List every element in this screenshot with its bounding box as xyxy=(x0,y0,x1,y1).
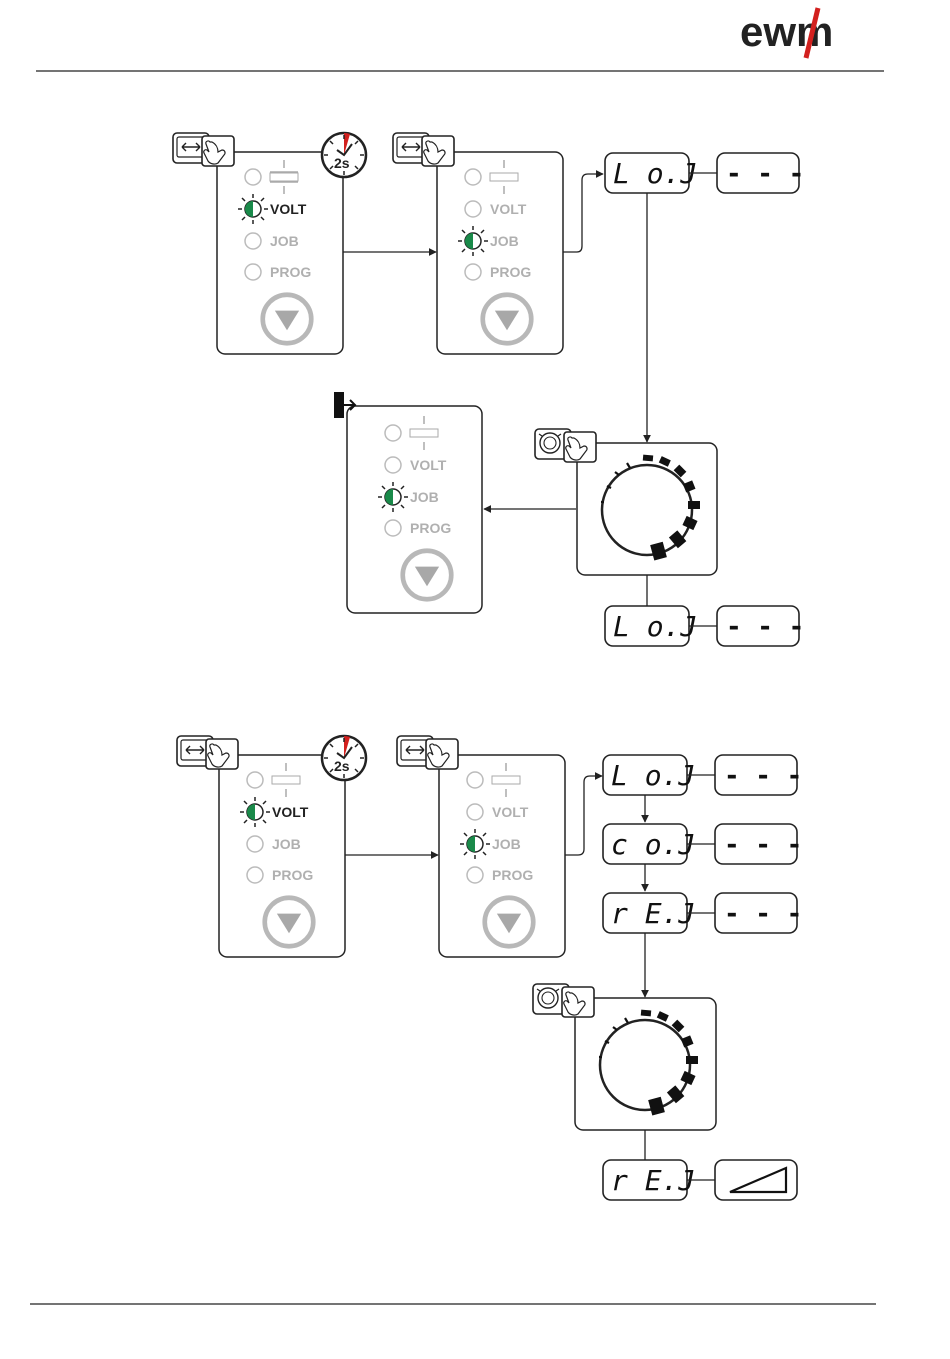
control-panel-2: VOLT JOB PROG xyxy=(437,152,563,354)
prog-indicator-4: PROG xyxy=(247,867,313,883)
down-button-3[interactable] xyxy=(403,551,452,600)
control-panel-1: VOLT JOB PROG xyxy=(217,152,343,354)
display-cod: c o.J xyxy=(603,824,695,864)
prog-label: PROG xyxy=(490,264,531,280)
svg-text:L o.J: L o.J xyxy=(613,610,697,643)
job-indicator-4: JOB xyxy=(247,836,301,852)
prog-label: PROG xyxy=(492,867,533,883)
svg-text:2s: 2s xyxy=(334,758,350,774)
prog-indicator-2: PROG xyxy=(465,264,531,280)
volt-label: VOLT xyxy=(410,457,447,473)
job-label: JOB xyxy=(270,233,299,249)
volt-label: VOLT xyxy=(490,201,527,217)
svg-text:L o.J: L o.J xyxy=(613,157,697,190)
job-label: JOB xyxy=(272,836,301,852)
prog-label: PROG xyxy=(272,867,313,883)
volt-label: VOLT xyxy=(272,804,309,820)
display-dashes-top: - - - xyxy=(717,153,804,193)
brand-logo: ewm xyxy=(740,8,833,58)
display-lod-top: L o.J xyxy=(605,153,697,193)
control-panel-5: VOLT JOB PROG xyxy=(439,755,565,957)
svg-text:r E.J: r E.J xyxy=(611,1164,695,1197)
prog-indicator-3: PROG xyxy=(385,520,451,536)
volt-indicator-2: VOLT xyxy=(465,201,527,217)
job-label: JOB xyxy=(490,233,519,249)
display-dashes-2: - - - xyxy=(715,824,802,864)
rotary-knob-icon xyxy=(535,429,596,462)
svg-text:- - -: - - - xyxy=(726,159,804,189)
display-lod-bottom: L o.J xyxy=(603,755,695,795)
svg-text:2s: 2s xyxy=(334,155,350,171)
volt-indicator-3: VOLT xyxy=(385,457,447,473)
down-button-5[interactable] xyxy=(485,898,534,947)
svg-text:- - -: - - - xyxy=(724,761,802,791)
control-panel-3: VOLT JOB PROG xyxy=(347,406,482,613)
job-label: JOB xyxy=(492,836,521,852)
svg-text:- - -: - - - xyxy=(724,830,802,860)
prog-indicator-1: PROG xyxy=(245,264,311,280)
timer-2s-icon: 2s xyxy=(322,736,366,780)
down-button-1[interactable] xyxy=(263,295,312,344)
volt-label: VOLT xyxy=(270,201,307,217)
rotary-knob-top[interactable] xyxy=(577,443,717,575)
prog-label: PROG xyxy=(410,520,451,536)
rotary-knob-bottom[interactable] xyxy=(575,998,716,1130)
prog-label: PROG xyxy=(270,264,311,280)
svg-text:ewm: ewm xyxy=(740,8,833,55)
down-button-4[interactable] xyxy=(265,898,314,947)
display-slope xyxy=(715,1160,797,1200)
control-panel-4: VOLT JOB PROG xyxy=(219,755,345,957)
display-dashes-1: - - - xyxy=(715,755,802,795)
svg-text:- - -: - - - xyxy=(726,612,804,642)
svg-text:L o.J: L o.J xyxy=(611,759,695,792)
down-button-2[interactable] xyxy=(483,295,532,344)
prog-indicator-5: PROG xyxy=(467,867,533,883)
push-button-icon xyxy=(393,133,454,166)
display-dashes-result: - - - xyxy=(717,606,804,646)
job-label: JOB xyxy=(410,489,439,505)
display-dashes-3: - - - xyxy=(715,893,802,933)
svg-text:c o.J: c o.J xyxy=(611,828,695,861)
timer-2s-icon: 2s xyxy=(322,133,366,177)
push-button-icon xyxy=(173,133,234,166)
push-button-icon xyxy=(397,736,458,769)
display-red: r E.J xyxy=(603,893,695,933)
svg-text:r E.J: r E.J xyxy=(611,897,695,930)
volt-label: VOLT xyxy=(492,804,529,820)
volt-indicator-5: VOLT xyxy=(467,804,529,820)
push-button-icon xyxy=(177,736,238,769)
display-red-result: r E.J xyxy=(603,1160,695,1200)
display-lod-result: L o.J xyxy=(605,606,697,646)
job-indicator-1: JOB xyxy=(245,233,299,249)
rotary-knob-icon xyxy=(533,984,594,1017)
svg-text:- - -: - - - xyxy=(724,899,802,929)
